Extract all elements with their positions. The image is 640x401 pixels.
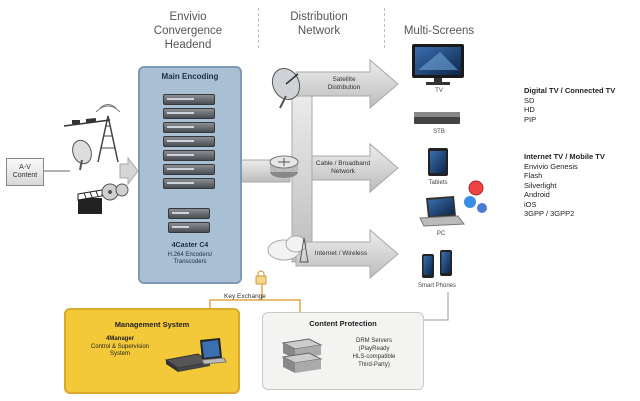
management-workstation-icon (164, 338, 227, 372)
tablet-icon (428, 148, 448, 176)
encoder-description: H.264 Encoders/ (167, 252, 213, 258)
server-icon (163, 178, 215, 189)
stb-label: STB (433, 129, 445, 135)
server-icon (163, 150, 215, 161)
smartphone-icon (422, 250, 452, 278)
digital-tv-item: SD (524, 95, 535, 105)
server-icon (163, 136, 215, 147)
server-icon (163, 122, 215, 133)
management-system-title: Management System (114, 320, 190, 329)
small-server-icon (168, 208, 210, 219)
headend-header-line: Headend (164, 39, 212, 51)
management-product-name: 4Manager (105, 336, 134, 342)
distribution-header-line: Network (297, 25, 341, 37)
film-clapper-icon (77, 189, 103, 214)
av-content-input: A-V Content (6, 158, 44, 186)
internet-tv-list: Internet TV / Mobile TV Envivio Genesis … (524, 152, 605, 219)
server-icon (163, 94, 215, 105)
smartphones-label: Smart Phones (417, 283, 457, 289)
internet-wireless-label: Internet / Wireless (314, 250, 368, 257)
management-system-box: Management System 4Manager Control & Sup… (64, 308, 240, 394)
small-server-icon (168, 222, 210, 233)
broadcast-tower-icon (95, 104, 121, 163)
film-reel-icon (101, 183, 129, 201)
protection-desc-line: Third-Party) (358, 362, 390, 368)
av-content-label: A-V (19, 164, 31, 171)
satellite-distribution-label: Satellite Distribution (327, 76, 361, 91)
router-icon (269, 155, 299, 178)
internet-tv-item: 3GPP / 3GPP2 (524, 209, 575, 218)
internet-tv-item: Silverlight (524, 180, 557, 190)
digital-tv-item: PIP (524, 114, 537, 124)
device-connectors (424, 292, 449, 321)
management-desc-line: Control & Supervision (90, 343, 150, 350)
distribution-column-header: Distribution Network (268, 10, 370, 38)
server-icon (163, 164, 215, 175)
protection-desc-line: DRM Servers (355, 338, 392, 344)
drm-server-icon (281, 338, 323, 373)
screens-column-header: Multi-Screens (394, 24, 484, 38)
column-divider (384, 8, 385, 48)
digital-tv-item: HD (524, 105, 535, 114)
digital-tv-list: Digital TV / Connected TV SD HD PIP (524, 86, 615, 124)
internet-tv-item: iOS (524, 199, 537, 209)
protection-desc-line: (PlayReady (358, 346, 390, 352)
laptop-icon (419, 196, 465, 227)
browser-logos-icon (464, 180, 487, 213)
screens-header-line: Multi-Screens (403, 25, 475, 37)
av-content-label: Content (12, 172, 38, 179)
pc-label: PC (436, 231, 446, 237)
internet-tv-heading: Internet TV / Mobile TV (524, 152, 605, 161)
satellite-dish-icon (271, 67, 301, 109)
internet-tv-item: Envivio Genesis (524, 161, 578, 171)
content-protection-box: Content Protection DRM Servers (PlayRead… (262, 312, 424, 390)
headend-column-header: Envivio Convergence Headend (140, 10, 236, 52)
distribution-header-line: Distribution (290, 11, 348, 23)
encoder-product-name: 4Caster C4 (171, 242, 209, 249)
key-exchange-label: Key Exchange (224, 293, 266, 300)
protection-desc-line: HLS-compatible (352, 354, 396, 360)
tablets-label: Tablets (428, 180, 448, 186)
server-icon (163, 108, 215, 119)
cloud-tower-icon (267, 235, 309, 263)
microphone-icon (63, 118, 111, 127)
main-encoding-title: Main Encoding (161, 72, 219, 81)
tv-label: TV (435, 88, 443, 94)
tv-icon (412, 44, 464, 85)
internet-tv-item: Flash (524, 171, 543, 180)
protection-description: DRM Servers (PlayReady HLS-compatible Th… (331, 337, 417, 369)
internet-tv-item: Android (524, 190, 550, 199)
cable-network-label: Cable / Broadband Network (315, 160, 371, 175)
key-exchange-line (209, 270, 301, 312)
content-protection-title: Content Protection (309, 319, 377, 328)
headend-header-line: Envivio (169, 11, 207, 23)
encoder-description: Transcoders (173, 259, 207, 265)
column-divider (258, 8, 259, 48)
source-to-headend-arrow (119, 156, 139, 186)
digital-tv-heading: Digital TV / Connected TV (524, 86, 616, 95)
management-description: 4Manager Control & Supervision System (80, 336, 160, 359)
stb-icon (414, 112, 460, 124)
main-encoding-box: Main Encoding 4Caster C4 H.264 Encoders/… (138, 66, 242, 284)
distribution-arrows (239, 58, 399, 280)
headend-header-line: Convergence (153, 25, 223, 37)
source-satellite-dish-icon (72, 139, 92, 171)
management-desc-line: System (109, 351, 130, 357)
